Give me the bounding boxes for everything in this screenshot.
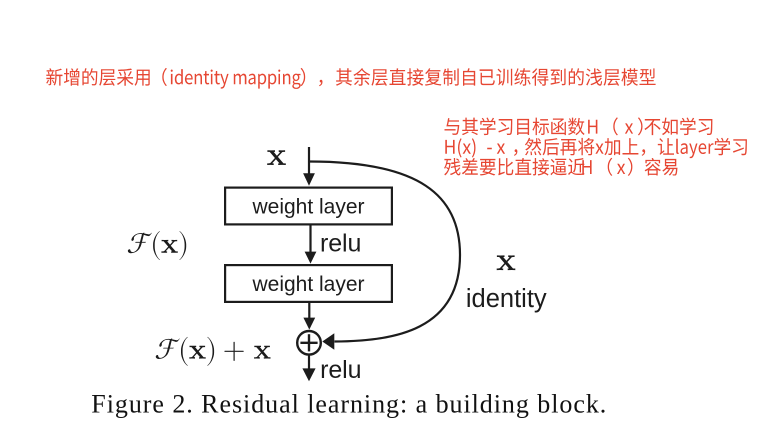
svg-text:Figure 2. Residual learning: a: Figure 2. Residual learning: a building … (91, 390, 607, 419)
svg-text:weight layer: weight layer (251, 195, 364, 218)
svg-text:identity: identity (466, 285, 547, 313)
svg-text:relu: relu (320, 356, 361, 384)
svg-text:weight layer: weight layer (251, 273, 364, 296)
svg-text:relu: relu (320, 229, 361, 257)
